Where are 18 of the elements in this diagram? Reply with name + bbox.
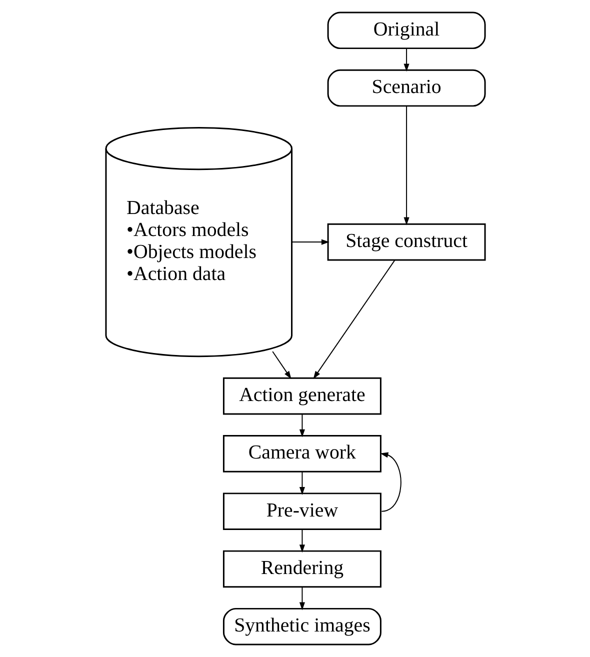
node-box: Action generate [222, 377, 381, 415]
node-box: Stage construct [326, 223, 486, 261]
node-box: Original [326, 12, 486, 50]
arrow [312, 260, 395, 379]
arrow [298, 586, 304, 610]
node-box: Pre-view [222, 492, 381, 530]
arrow [298, 414, 304, 438]
node-box: Scenario [326, 69, 486, 107]
arrow [291, 239, 329, 245]
arrow [298, 528, 304, 553]
arrow [272, 351, 291, 380]
node-box: Synthetic images [222, 608, 381, 646]
arrow [298, 471, 304, 495]
node-box: Rendering [222, 550, 381, 588]
arrow [380, 452, 401, 512]
arrow [403, 106, 409, 226]
node-box: Camera work [222, 435, 381, 472]
arrow [403, 48, 409, 72]
